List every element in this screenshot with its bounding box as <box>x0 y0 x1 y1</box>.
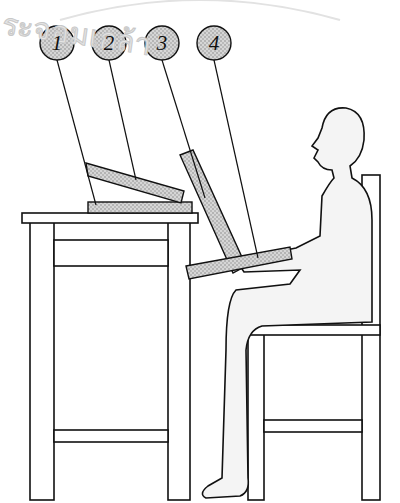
callout-number: 3 <box>145 26 179 60</box>
leader-line <box>57 60 258 258</box>
callout-number: 1 <box>40 26 74 60</box>
callout-number: 2 <box>92 26 126 60</box>
watermark: ระจอมเกล้า <box>0 0 155 68</box>
seated-person <box>202 108 372 498</box>
callout-number: 4 <box>197 26 231 60</box>
board <box>86 150 292 279</box>
desk <box>22 213 198 500</box>
